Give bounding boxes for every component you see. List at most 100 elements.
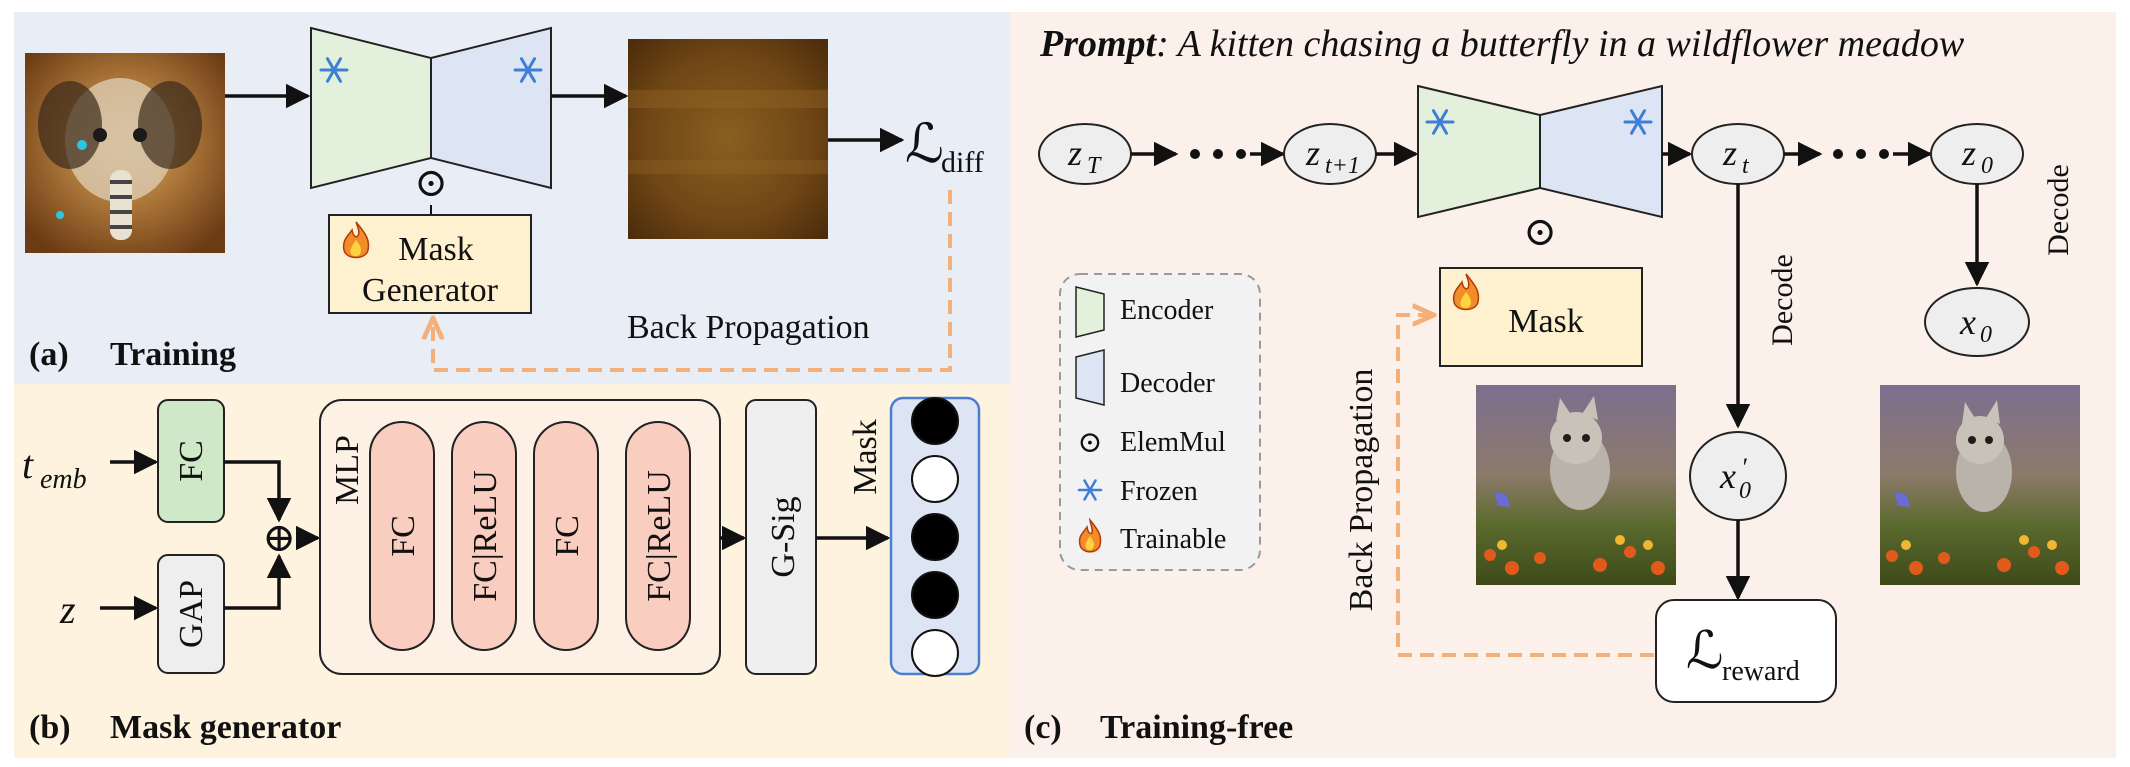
input-z: z: [59, 587, 76, 632]
svg-text:FC|ReLU: FC|ReLU: [467, 470, 504, 601]
node-x0-prime: x ′ 0: [1689, 431, 1787, 521]
mask-box-c: Mask: [1439, 267, 1643, 367]
mask-cell: [911, 513, 959, 561]
mask-cell: [911, 571, 959, 619]
caption-c-letter: (c): [1024, 709, 1062, 746]
panel-a: ℒ diff ⊙ Mask Generator Back Propagation…: [25, 26, 984, 373]
add-icon: ⊕: [262, 515, 296, 560]
legend-label: Trainable: [1120, 524, 1226, 555]
decoder-shape: [1539, 84, 1663, 219]
backprop-label-a: Back Propagation: [627, 309, 870, 346]
flame-icon: [1452, 273, 1480, 311]
mlp-layer: FC: [533, 421, 599, 651]
elemmul-icon: ⊙: [1523, 209, 1557, 254]
mask-generator-box: Mask Generator: [328, 214, 532, 314]
flame-icon: [342, 221, 370, 259]
node-z0: z 0: [1930, 123, 2024, 185]
decode-label-center: Decode: [1766, 254, 1799, 346]
fc-block-green: FC: [157, 399, 225, 523]
frozen-unet-a: [310, 26, 552, 190]
prompt-label: Prompt: [1039, 23, 1158, 65]
svg-text:z: z: [1961, 133, 1976, 173]
legend: Encoder Decoder ⊙ ElemMul Frozen Trainab…: [1059, 273, 1261, 571]
gap-label: GAP: [173, 580, 210, 648]
fc-green-label: FC: [173, 440, 210, 482]
svg-text:z: z: [1722, 133, 1737, 173]
reward-symbol: ℒ: [1686, 623, 1723, 680]
svg-text:t: t: [1742, 153, 1750, 179]
svg-text:t+1: t+1: [1325, 153, 1360, 179]
svg-text:x: x: [1959, 302, 1976, 342]
snowflake-icon: [1077, 479, 1103, 501]
svg-text:z: z: [1067, 133, 1082, 173]
backprop-path-c: [1396, 315, 1654, 657]
ellipsis-dots: [1833, 149, 1889, 159]
snowflake-icon: [513, 57, 543, 83]
noise-output-image: [628, 39, 828, 239]
snowflake-icon: [1623, 109, 1653, 135]
mask-cell: [911, 455, 959, 503]
caption-b-title: Mask generator: [110, 709, 341, 746]
input-t-emb-subscript: emb: [40, 464, 87, 495]
svg-text:FC|ReLU: FC|ReLU: [641, 470, 678, 601]
gap-block: GAP: [157, 554, 225, 674]
flame-icon: [1078, 517, 1102, 553]
caption-b-letter: (b): [29, 709, 71, 746]
input-elephant-image: [25, 53, 225, 253]
legend-label: Encoder: [1120, 295, 1214, 326]
encoder-icon: [1075, 286, 1105, 338]
mask-vector: [889, 396, 981, 677]
svg-text:T: T: [1087, 153, 1102, 179]
mlp-block: MLP FC FC|ReLU FC FC|ReLU: [319, 399, 721, 675]
elemmul-icon: ⊙: [1077, 426, 1102, 459]
backprop-path-a: [433, 190, 952, 372]
prompt-text: : A kitten chasing a butterfly in a wild…: [1156, 23, 1965, 65]
kitten-image-masked: [1476, 385, 1676, 585]
snowflake-icon: [319, 57, 349, 83]
legend-label: Frozen: [1120, 476, 1198, 507]
node-zt1: z t+1: [1283, 123, 1377, 185]
loss-diff-subscript: diff: [941, 146, 984, 179]
svg-text:FC: FC: [385, 515, 422, 557]
decode-label-right: Decode: [2042, 164, 2075, 256]
mlp-layer: FC|ReLU: [451, 421, 517, 651]
mlp-label: MLP: [329, 435, 366, 505]
elemmul-icon: ⊙: [414, 160, 448, 205]
legend-label: Decoder: [1120, 368, 1216, 399]
mask-label-c: Mask: [1508, 303, 1584, 340]
svg-text:0: 0: [1981, 153, 1993, 179]
backprop-label-c: Back Propagation: [1343, 369, 1380, 612]
node-zT: z T: [1038, 123, 1132, 185]
mlp-layer: FC: [369, 421, 435, 651]
mask-cell: [911, 397, 959, 445]
node-zt: z t: [1691, 123, 1785, 185]
gsig-block: G-Sig: [745, 399, 817, 675]
node-x0: x 0: [1924, 287, 2030, 357]
mask-generator-label-line2: Generator: [362, 272, 499, 309]
panel-c: Prompt: A kitten chasing a butterfly in …: [1024, 23, 2080, 746]
kitten-image-output: [1880, 385, 2080, 585]
caption-a-title: Training: [110, 336, 236, 373]
input-t-emb: t: [22, 442, 34, 487]
svg-text:′: ′: [1741, 453, 1747, 482]
legend-label: ElemMul: [1120, 427, 1226, 458]
frozen-unet-c: [1417, 84, 1663, 219]
mask-cell: [911, 629, 959, 677]
svg-text:0: 0: [1739, 478, 1751, 504]
mlp-layer: FC|ReLU: [625, 421, 691, 651]
decoder-icon: [1075, 349, 1105, 406]
caption-a-letter: (a): [29, 336, 69, 373]
gsig-label: G-Sig: [765, 496, 802, 577]
prompt-line: Prompt: A kitten chasing a butterfly in …: [1039, 23, 1965, 65]
svg-text:FC: FC: [549, 515, 586, 557]
reward-subscript: reward: [1722, 656, 1800, 687]
svg-text:x: x: [1719, 456, 1736, 496]
svg-text:0: 0: [1980, 322, 1992, 348]
mask-label-b: Mask: [847, 419, 884, 495]
panel-b: t emb FC z GAP ⊕ MLP FC FC|Re: [22, 396, 981, 746]
loss-diff-symbol: ℒ: [905, 114, 944, 174]
svg-text:z: z: [1305, 133, 1320, 173]
mask-generator-label-line1: Mask: [398, 231, 474, 268]
decoder-shape: [430, 26, 552, 190]
